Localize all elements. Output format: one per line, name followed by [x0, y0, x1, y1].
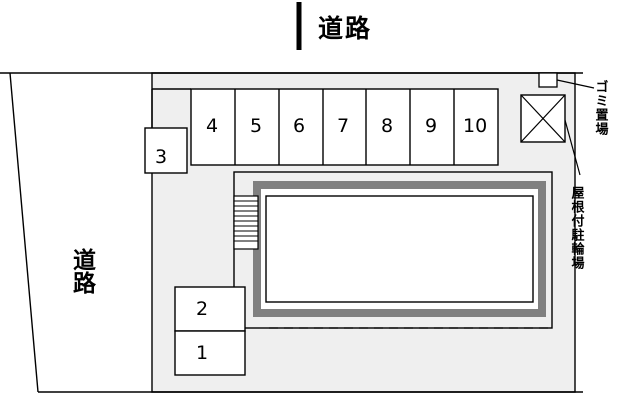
bike-leader-line	[564, 119, 581, 176]
bike-parking-diagonal	[520, 94, 566, 143]
stall-label-6: 6	[293, 115, 306, 137]
stall-block-left	[144, 127, 188, 174]
stall-block-bottom-1	[174, 330, 246, 376]
road-label-top: 道路	[318, 14, 373, 43]
road-label-left: 道路	[68, 248, 95, 294]
stall-label-2: 2	[196, 298, 209, 320]
stall-label-9: 9	[425, 115, 438, 137]
stall-label-7: 7	[337, 115, 350, 137]
bike-parking-label: 屋根付駐輪場	[568, 186, 584, 270]
stall-label-3: 3	[155, 146, 168, 168]
building-inner	[265, 195, 534, 303]
stall-label-4: 4	[206, 115, 219, 137]
stall-block-top	[190, 88, 499, 166]
road-left-edge	[9, 72, 39, 393]
trash-box	[538, 72, 558, 88]
trash-area-label: ゴミ置場	[592, 80, 608, 136]
stall-label-5: 5	[250, 115, 263, 137]
stall-block-bottom-2	[174, 286, 246, 332]
stall-label-10: 10	[463, 115, 488, 137]
stall-label-8: 8	[381, 115, 394, 137]
stair-block	[233, 195, 259, 250]
trash-leader-line	[556, 79, 595, 89]
stall-label-1: 1	[196, 342, 209, 364]
